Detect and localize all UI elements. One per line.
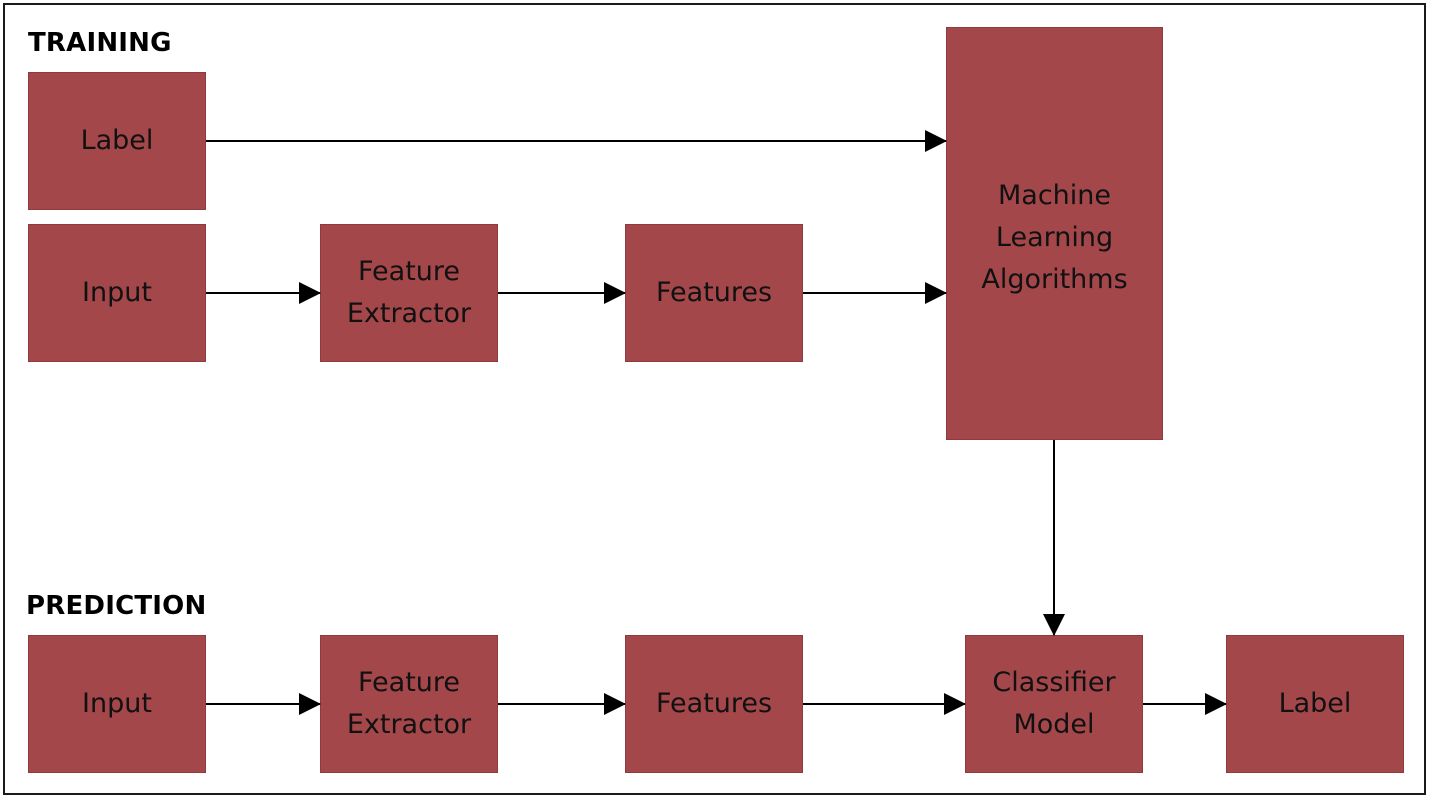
training-input-text: Input (82, 277, 152, 308)
training-feature-extractor-line2: Extractor (346, 298, 472, 329)
training-label-text: Label (80, 125, 154, 156)
prediction-input-text: Input (82, 688, 152, 719)
training-features-text: Features (655, 277, 773, 308)
training-label-box: Label (28, 72, 206, 210)
ml-algorithms-box: Machine Learning Algorithms (946, 27, 1163, 440)
ml-algorithms-line3: Algorithms (981, 264, 1128, 295)
classifier-model-line1: Classifier (992, 667, 1116, 698)
prediction-feature-extractor-line2: Extractor (346, 709, 472, 740)
ml-algorithms-line1: Machine (997, 180, 1112, 211)
training-feature-extractor-box: Feature Extractor (320, 224, 498, 362)
training-heading: TRAINING (28, 28, 172, 58)
prediction-label-box: Label (1226, 635, 1404, 773)
prediction-feature-extractor-box: Feature Extractor (320, 635, 498, 773)
prediction-input-box: Input (28, 635, 206, 773)
training-input-box: Input (28, 224, 206, 362)
training-feature-extractor-line1: Feature (357, 256, 461, 287)
prediction-label-text: Label (1278, 688, 1352, 719)
prediction-features-box: Features (625, 635, 803, 773)
classifier-model-box: Classifier Model (965, 635, 1143, 773)
classifier-model-line2: Model (1013, 709, 1095, 740)
prediction-heading: PREDICTION (26, 591, 207, 621)
ml-algorithms-line2: Learning (995, 222, 1114, 253)
prediction-features-text: Features (655, 688, 773, 719)
training-features-box: Features (625, 224, 803, 362)
prediction-feature-extractor-line1: Feature (357, 667, 461, 698)
